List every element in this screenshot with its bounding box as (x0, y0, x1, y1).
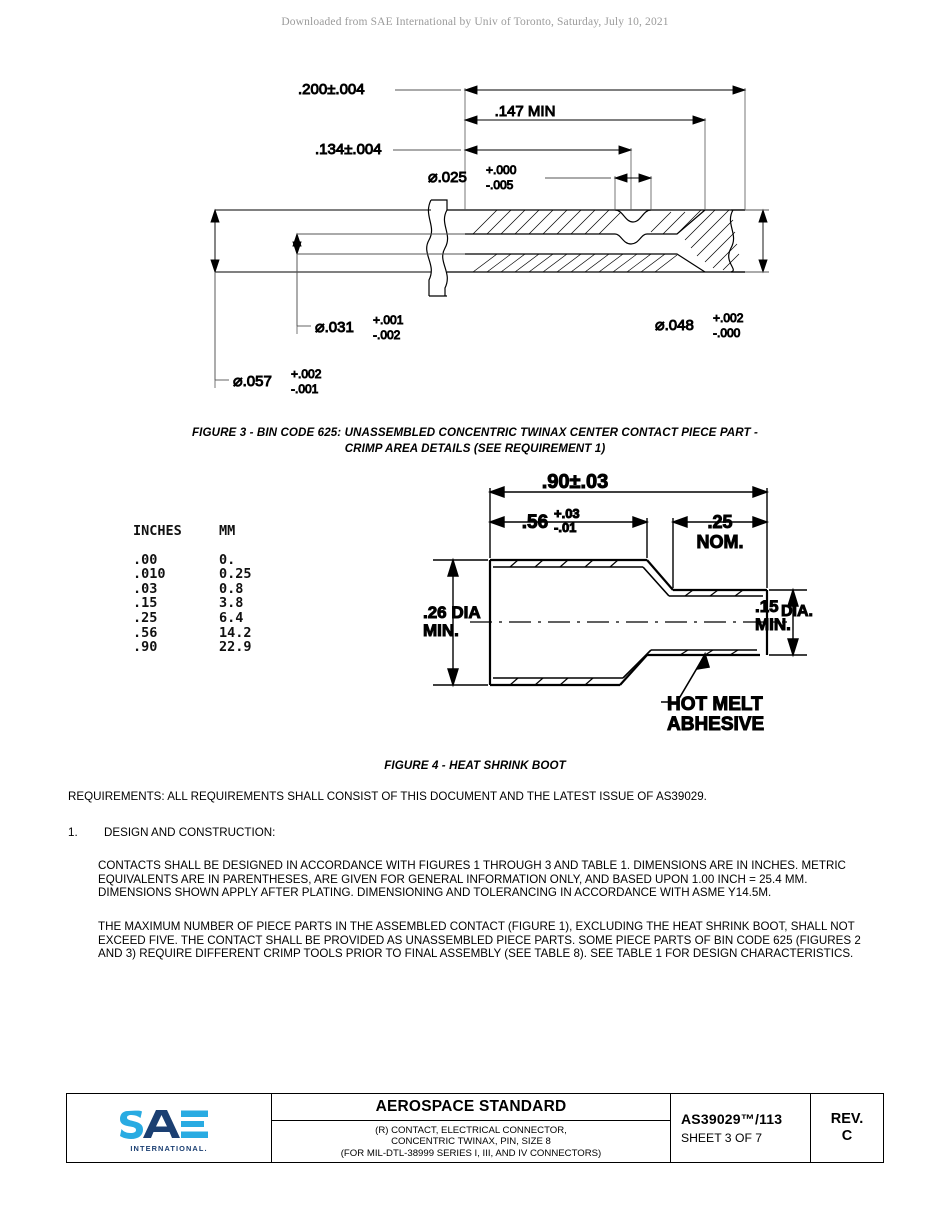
dim-dia-031-minus: -.002 (373, 328, 401, 342)
figure-4-caption: FIGURE 4 - HEAT SHRINK BOOT (384, 759, 566, 772)
sae-logo (120, 1109, 208, 1139)
fig4-dim-56-plus: +.03 (554, 506, 580, 521)
aerospace-standard-title: AEROSPACE STANDARD (272, 1095, 670, 1121)
fig4-adhesive-line2: ABHESIVE (667, 714, 764, 735)
dim-dia-025: ⌀.025 (428, 169, 467, 186)
figure-4-drawing: .90±.03 .56 +.03 -.01 .25 NOM. .26 DIA M… (415, 470, 815, 745)
dim-134: .134±.004 (315, 141, 382, 158)
fig4-dim-overall: .90±.03 (542, 471, 609, 493)
dim-dia-057: ⌀.057 (233, 373, 272, 390)
dim-dia-031: ⌀.031 (315, 319, 354, 336)
figure-3-caption-line1: FIGURE 3 - BIN CODE 625: UNASSEMBLED CON… (191, 426, 759, 439)
section-1-title: DESIGN AND CONSTRUCTION: (104, 825, 276, 839)
section-1-paragraph-2: THE MAXIMUM NUMBER OF PIECE PARTS IN THE… (98, 919, 861, 961)
conversion-header-inches: INCHES (133, 523, 182, 539)
fig4-dim-26-dia: .26 DIA (423, 603, 481, 622)
section-1-paragraph-1: CONTACTS SHALL BE DESIGNED IN ACCORDANCE… (98, 859, 846, 900)
dim-dia-057-minus: -.001 (291, 382, 319, 396)
fig4-dim-26-min: MIN. (423, 621, 459, 640)
figure-3-caption: FIGURE 3 - BIN CODE 625: UNASSEMBLED CON… (0, 425, 950, 456)
fig4-dim-nom: NOM. (697, 532, 744, 552)
sae-logo-cell: INTERNATIONAL. (67, 1094, 272, 1162)
dim-dia-048-minus: -.000 (713, 326, 741, 340)
title-block: INTERNATIONAL. AEROSPACE STANDARD (R) CO… (66, 1093, 884, 1163)
revision-value: C (841, 1128, 853, 1144)
fig4-dim-15: .15 (755, 597, 779, 616)
revision-label: REV. (830, 1111, 864, 1127)
dim-dia-057-plus: +.002 (291, 367, 322, 381)
figure-3-drawing: .200±.004 .147 MIN .134±.004 (185, 58, 785, 408)
dim-147-min: .147 MIN (495, 103, 556, 120)
standard-subtitle: (R) CONTACT, ELECTRICAL CONNECTOR, CONCE… (272, 1121, 670, 1162)
standard-title-cell: AEROSPACE STANDARD (R) CONTACT, ELECTRIC… (272, 1094, 671, 1162)
document-number-cell: AS39029™/113 SHEET 3 OF 7 (671, 1094, 811, 1162)
fig4-dim-15-min: MIN. (755, 615, 791, 634)
fig4-dim-15-dia: DIA. (781, 603, 813, 620)
dim-dia-025-minus: -.005 (486, 178, 514, 192)
requirements-line: REQUIREMENTS: ALL REQUIREMENTS SHALL CON… (68, 790, 707, 803)
subtitle-line-2: CONCENTRIC TWINAX, PIN, SIZE 8 (391, 1136, 551, 1148)
figure-3-caption-line2: CRIMP AREA DETAILS (SEE REQUIREMENT 1) (344, 441, 606, 455)
dim-dia-048-plus: +.002 (713, 311, 744, 325)
conversion-table-header: INCHES MM (133, 524, 313, 539)
download-notice: Downloaded from SAE International by Uni… (281, 16, 669, 28)
fig4-dim-56-minus: -.01 (554, 520, 576, 535)
section-1: 1. DESIGN AND CONSTRUCTION: (68, 826, 883, 840)
revision-cell: REV. C (811, 1094, 883, 1162)
sheet-number: SHEET 3 OF 7 (681, 1131, 763, 1145)
section-1-number: 1. (68, 825, 78, 839)
dim-200: .200±.004 (298, 81, 365, 98)
fig4-adhesive-line1: HOT MELT (667, 694, 763, 715)
dim-dia-025-plus: +.000 (486, 163, 517, 177)
dim-dia-048: ⌀.048 (655, 317, 694, 334)
dim-dia-031-plus: +.001 (373, 313, 404, 327)
sae-international-text: INTERNATIONAL. (130, 1143, 208, 1153)
fig4-dim-56: .56 (522, 512, 548, 533)
body-text: REQUIREMENTS: ALL REQUIREMENTS SHALL CON… (68, 790, 883, 961)
document-number: AS39029™/113 (681, 1111, 783, 1127)
fig4-dim-25: .25 (707, 512, 732, 532)
subtitle-line-1: (R) CONTACT, ELECTRICAL CONNECTOR, (375, 1124, 567, 1136)
subtitle-line-3: (FOR MIL-DTL-38999 SERIES I, III, AND IV… (340, 1147, 602, 1159)
conversion-header-mm: MM (219, 523, 236, 539)
